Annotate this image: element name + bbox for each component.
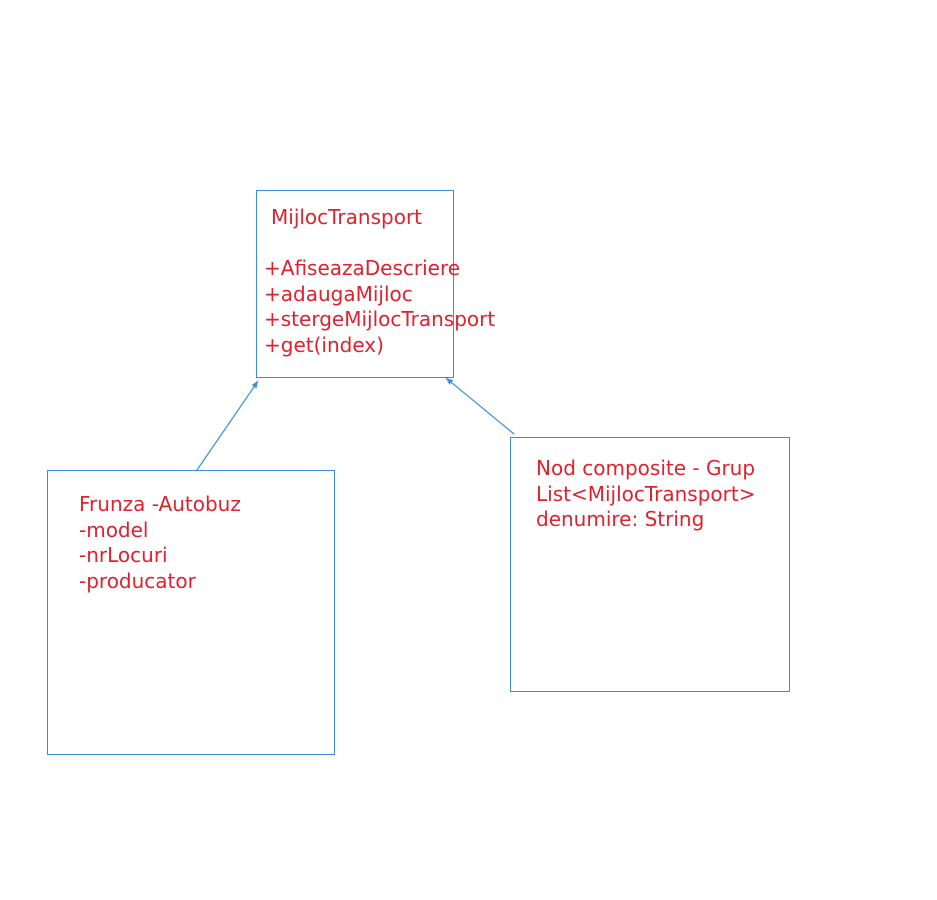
nod-title: Nod composite - Grup [536,456,756,480]
frunza-to-mijloc-arrow [196,380,259,471]
method-get-index: +get(index) [264,333,384,358]
nod-attr-denumire: denumire: String [536,507,705,532]
mijloc-transport-methods: +AfiseazaDescriere +adaugaMijloc +sterge… [264,256,495,359]
nod-to-mijloc-arrow [445,377,515,435]
frunza-autobuz-text: Frunza -Autobuz -model -nrLocuri -produc… [79,492,241,595]
nod-attr-list: List<MijlocTransport> [536,481,756,506]
method-sterge-mijloc-transport: +stergeMijlocTransport [264,307,496,332]
frunza-attr-model: -model [79,517,149,542]
frunza-title: Frunza -Autobuz [79,492,241,516]
mijloc-transport-box[interactable] [256,190,454,378]
mijloc-transport-title: MijlocTransport [271,205,423,229]
nod-composite-box[interactable] [510,437,790,692]
frunza-autobuz-box[interactable] [47,470,335,755]
frunza-attr-producator: -producator [79,569,196,594]
frunza-attr-nr-locuri: -nrLocuri [79,543,168,568]
method-adauga-mijloc: +adaugaMijloc [264,281,413,306]
nod-composite-text: Nod composite - Grup List<MijlocTranspor… [536,456,755,533]
method-afiseaza-descriere: +AfiseazaDescriere [264,256,461,280]
